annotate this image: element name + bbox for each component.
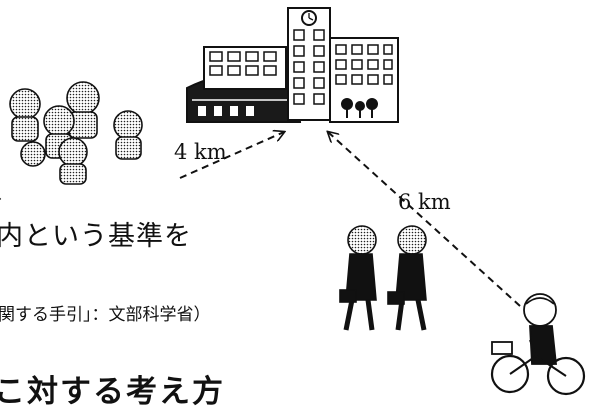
route-arrow-group <box>179 132 284 179</box>
cyclist-student-icon <box>490 293 586 396</box>
body-text-criteria: 内という基準を <box>0 221 192 252</box>
distance-label-cyclist: 6 km <box>398 190 451 214</box>
body-text-comma: 、 <box>0 168 20 207</box>
school-building-icon <box>186 7 399 123</box>
distance-label-group: 4 km <box>174 140 227 164</box>
walking-students-icon <box>339 225 427 331</box>
source-note: 関する手引」：文部科学省） <box>0 305 211 325</box>
students-group-icon <box>9 81 143 185</box>
section-heading: こ対する考え方 <box>0 374 225 410</box>
